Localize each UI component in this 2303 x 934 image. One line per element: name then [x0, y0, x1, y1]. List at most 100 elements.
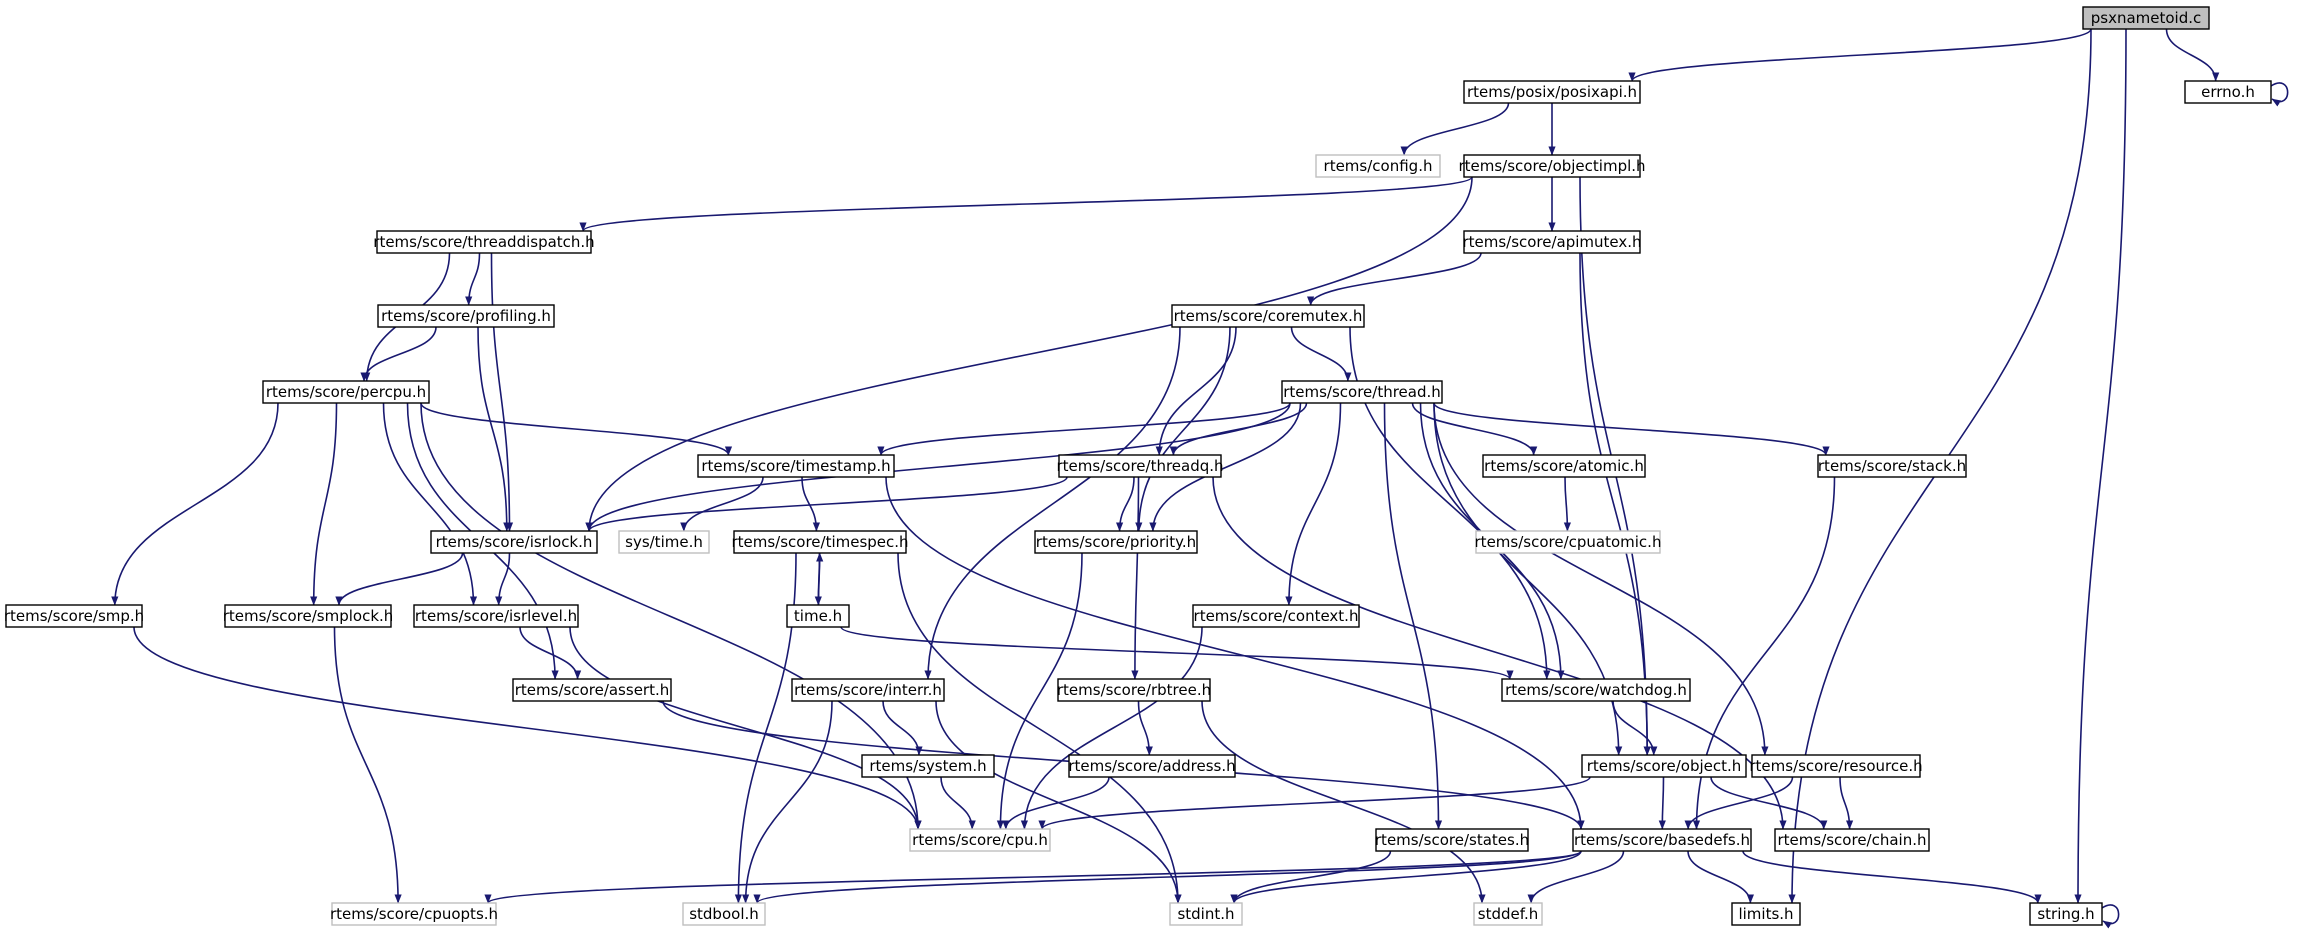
- node-priority[interactable]: rtems/score/priority.h: [1034, 530, 1198, 554]
- edge-states-to-stdint: [1230, 850, 1392, 904]
- node-box: [791, 678, 945, 702]
- node-atomic[interactable]: rtems/score/atomic.h: [1482, 454, 1646, 478]
- edge-basedefs-to-limits: [1687, 850, 1754, 904]
- node-box: [1581, 754, 1747, 778]
- node-psxnametoid[interactable]: psxnametoid.c: [2082, 6, 2210, 30]
- node-timeh[interactable]: time.h: [786, 604, 850, 628]
- node-label: rtems/score/stack.h: [1818, 457, 1966, 475]
- edge-string-to-string: [2101, 904, 2120, 929]
- node-isrlevel[interactable]: rtems/score/isrlevel.h: [413, 604, 579, 628]
- node-box: [1751, 754, 1921, 778]
- node-label: time.h: [794, 607, 842, 625]
- node-object[interactable]: rtems/score/object.h: [1581, 754, 1747, 778]
- node-label: rtems/system.h: [869, 757, 986, 775]
- node-label: rtems/score/smp.h: [4, 607, 144, 625]
- node-label: rtems/score/interr.h: [794, 681, 942, 699]
- node-label: rtems/score/coremutex.h: [1174, 307, 1363, 325]
- node-apimutex[interactable]: rtems/score/apimutex.h: [1462, 230, 1642, 254]
- node-config[interactable]: rtems/config.h: [1315, 154, 1441, 178]
- node-threadq[interactable]: rtems/score/threadq.h: [1056, 454, 1224, 478]
- node-stddef[interactable]: stddef.h: [1473, 902, 1543, 926]
- edge-basedefs-to-string: [1742, 850, 2042, 904]
- node-label: rtems/score/address.h: [1068, 757, 1235, 775]
- node-resource[interactable]: rtems/score/resource.h: [1749, 754, 1923, 778]
- node-label: rtems/score/smplock.h: [223, 607, 394, 625]
- edge-timeh-to-watchdog: [840, 626, 1514, 680]
- edge-threadq-to-priority: [1116, 476, 1135, 532]
- node-timestamp[interactable]: rtems/score/timestamp.h: [697, 454, 895, 478]
- node-box: [1463, 154, 1641, 178]
- node-label: rtems/score/timespec.h: [731, 533, 908, 551]
- edge-object-to-cpu: [1038, 776, 1591, 830]
- edge-percpu-to-timestamp: [420, 402, 732, 456]
- node-label: sys/time.h: [625, 533, 703, 551]
- node-limits[interactable]: limits.h: [1731, 902, 1801, 926]
- node-chain[interactable]: rtems/score/chain.h: [1774, 828, 1930, 852]
- edge-timeh-to-timespec: [816, 552, 824, 606]
- node-basedefs[interactable]: rtems/score/basedefs.h: [1572, 828, 1752, 852]
- node-smplock[interactable]: rtems/score/smplock.h: [223, 604, 394, 628]
- node-stdbool[interactable]: stdbool.h: [682, 902, 766, 926]
- edge-thread-to-context: [1285, 402, 1342, 606]
- node-smp[interactable]: rtems/score/smp.h: [4, 604, 144, 628]
- node-label: rtems/score/threaddispatch.h: [373, 233, 594, 251]
- node-cpu[interactable]: rtems/score/cpu.h: [909, 828, 1051, 852]
- edge-atomic-to-cpuatomic: [1563, 476, 1571, 532]
- node-interr[interactable]: rtems/score/interr.h: [791, 678, 945, 702]
- node-box: [5, 604, 143, 628]
- node-errno[interactable]: errno.h: [2184, 80, 2272, 104]
- node-rbtree[interactable]: rtems/score/rbtree.h: [1057, 678, 1211, 702]
- node-box: [1315, 154, 1441, 178]
- node-cpuatomic[interactable]: rtems/score/cpuatomic.h: [1475, 530, 1662, 554]
- node-box: [861, 754, 995, 778]
- node-label: rtems/score/thread.h: [1283, 383, 1441, 401]
- node-percpu[interactable]: rtems/score/percpu.h: [262, 380, 430, 404]
- node-isrlock[interactable]: rtems/score/isrlock.h: [430, 530, 598, 554]
- node-label: rtems/score/assert.h: [515, 681, 670, 699]
- node-system[interactable]: rtems/system.h: [861, 754, 995, 778]
- node-timespec[interactable]: rtems/score/timespec.h: [731, 530, 909, 554]
- edge-basedefs-to-stdbool: [753, 850, 1582, 904]
- edge-objectimpl-to-isrlock: [585, 176, 1473, 532]
- node-label: errno.h: [2201, 83, 2255, 101]
- node-address[interactable]: rtems/score/address.h: [1068, 754, 1236, 778]
- node-systime[interactable]: sys/time.h: [618, 530, 710, 554]
- node-string[interactable]: string.h: [2029, 902, 2103, 926]
- edge-errno-to-errno: [2270, 82, 2289, 107]
- node-states[interactable]: rtems/score/states.h: [1375, 828, 1529, 852]
- node-box: [1169, 902, 1243, 926]
- node-label: rtems/score/timestamp.h: [701, 457, 890, 475]
- node-context[interactable]: rtems/score/context.h: [1192, 604, 1360, 628]
- edge-rbtree-to-address: [1137, 700, 1153, 756]
- node-label: rtems/score/atomic.h: [1484, 457, 1644, 475]
- node-profiling[interactable]: rtems/score/profiling.h: [377, 304, 555, 328]
- edge-coremutex-to-watchdog: [1349, 326, 1551, 680]
- node-box: [1034, 530, 1198, 554]
- edge-resource-to-chain: [1839, 776, 1854, 830]
- node-box: [512, 678, 672, 702]
- node-stack[interactable]: rtems/score/stack.h: [1817, 454, 1967, 478]
- node-thread[interactable]: rtems/score/thread.h: [1281, 380, 1443, 404]
- edge-threaddispatch-to-profiling: [465, 252, 481, 306]
- edge-address-to-cpu: [1002, 776, 1110, 830]
- node-box: [224, 604, 392, 628]
- edge-psxnametoid-to-string: [2074, 28, 2127, 904]
- node-posixapi[interactable]: rtems/posix/posixapi.h: [1463, 80, 1641, 104]
- node-objectimpl[interactable]: rtems/score/objectimpl.h: [1458, 154, 1646, 178]
- node-assert[interactable]: rtems/score/assert.h: [512, 678, 672, 702]
- node-box: [376, 230, 592, 254]
- edge-apimutex-to-coremutex: [1307, 252, 1482, 306]
- node-watchdog[interactable]: rtems/score/watchdog.h: [1501, 678, 1691, 702]
- edge-timestamp-to-timespec: [801, 476, 820, 532]
- node-threaddispatch[interactable]: rtems/score/threaddispatch.h: [373, 230, 595, 254]
- node-label: psxnametoid.c: [2091, 9, 2202, 27]
- node-cpuopts[interactable]: rtems/score/cpuopts.h: [330, 902, 498, 926]
- edge-object-to-basedefs: [1658, 776, 1666, 830]
- node-stdint[interactable]: stdint.h: [1169, 902, 1243, 926]
- node-label: rtems/score/objectimpl.h: [1458, 157, 1645, 175]
- edge-interr-to-stdint: [935, 700, 1182, 904]
- node-coremutex[interactable]: rtems/score/coremutex.h: [1171, 304, 1365, 328]
- edge-thread-to-timestamp: [877, 402, 1291, 456]
- node-box: [1463, 230, 1641, 254]
- node-box: [909, 828, 1051, 852]
